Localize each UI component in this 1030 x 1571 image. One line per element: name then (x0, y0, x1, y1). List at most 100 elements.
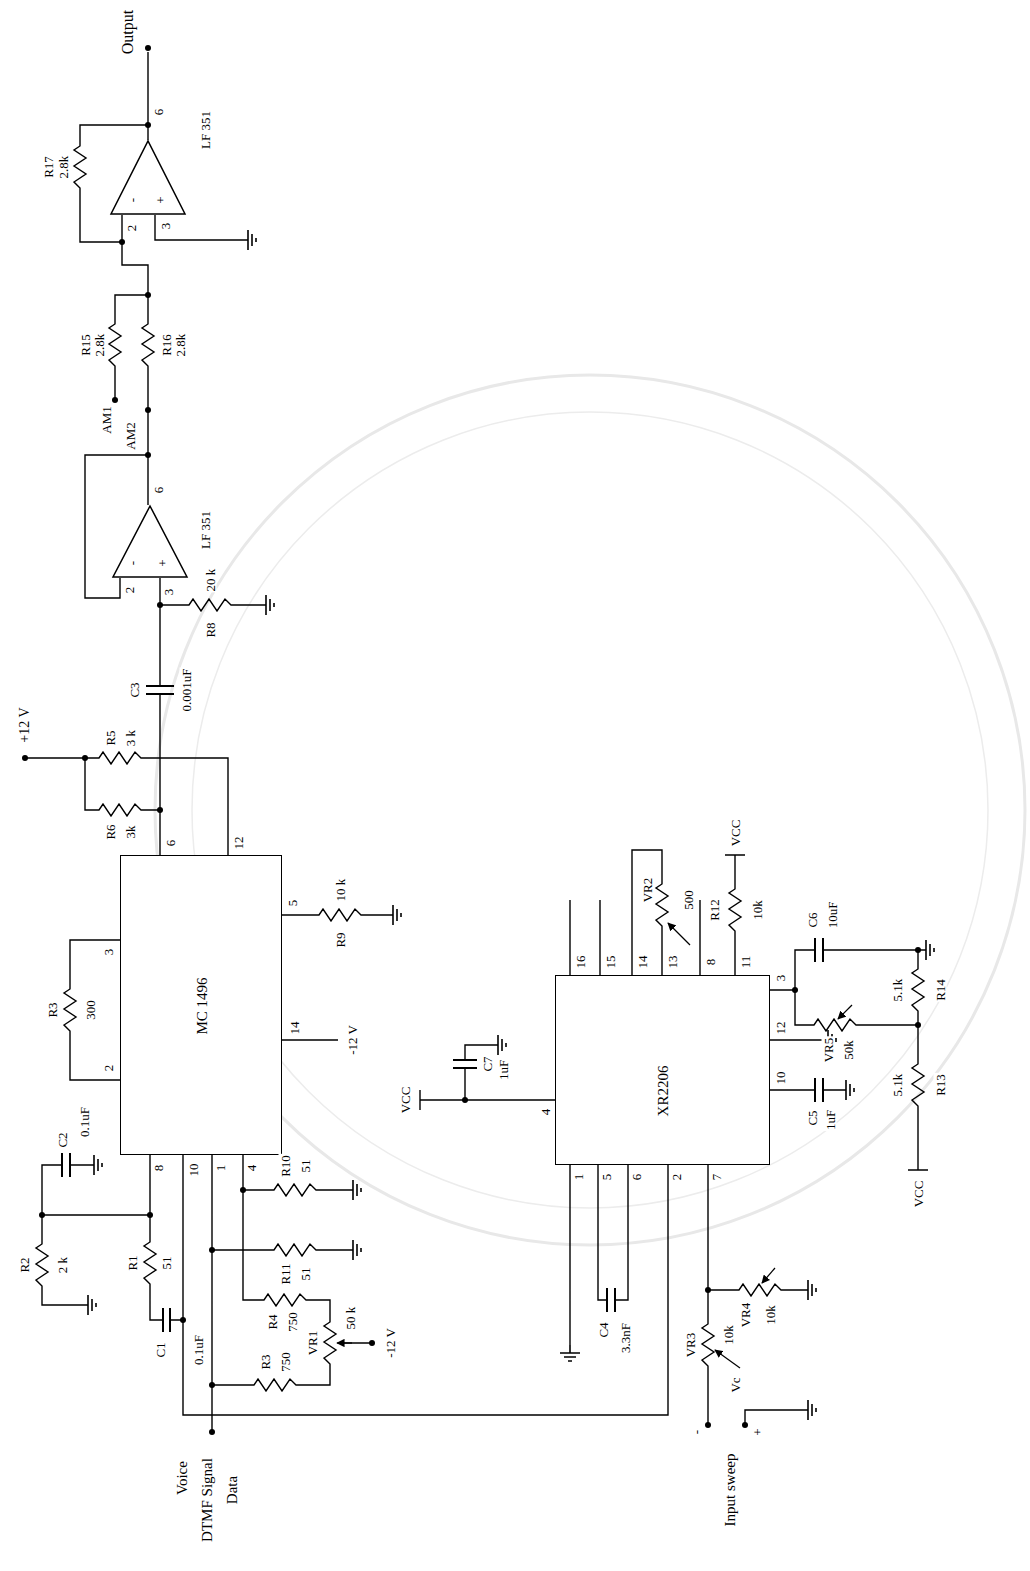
resistor-symbol (270, 1184, 320, 1196)
component-label: R11 (279, 1262, 292, 1285)
component-label: Input sweep (723, 1453, 738, 1528)
component-label: C6 (806, 911, 819, 928)
pin-number: 12 (774, 1021, 787, 1036)
component-label: 1uF (824, 1109, 837, 1131)
potentiometer-symbol (810, 1019, 860, 1031)
resistor-symbol (250, 1379, 300, 1391)
junction-dot (180, 1317, 186, 1323)
junction-dot (705, 1422, 711, 1428)
component-label: C4 (597, 1321, 610, 1338)
pin-number: 6 (152, 486, 165, 495)
pin-number: 300 (84, 999, 97, 1021)
component-label: 50 k (344, 1306, 357, 1331)
ground-symbol (490, 1035, 506, 1055)
junction-dot (39, 1212, 45, 1218)
wiper-arrow (668, 923, 690, 945)
junction-dot (705, 1287, 711, 1293)
capacitor-symbol (146, 686, 174, 694)
op-amp-triangle (112, 505, 188, 578)
wire (25, 52, 928, 1432)
part-name: MC 1496 (195, 977, 210, 1034)
component-label: + (751, 1427, 764, 1436)
resistor-symbol (144, 1238, 156, 1288)
pin-number: 2 (102, 1064, 115, 1073)
component-label: 2.8k (174, 333, 187, 358)
component-label: R16 (160, 333, 173, 357)
component-label: 3.3nF (619, 1322, 632, 1354)
pin-number: 750 (279, 1351, 292, 1373)
pin-number: 1 (214, 1164, 227, 1173)
ground-symbol (345, 1180, 361, 1200)
wiper-arrow (715, 1350, 740, 1368)
component-label: R8 (204, 621, 217, 638)
ground-symbol (86, 1155, 102, 1175)
pin-number: 6 (164, 839, 177, 848)
component-label: -12 V (384, 1327, 397, 1359)
component-label: VR1 (306, 1330, 319, 1357)
component-label: AM2 (124, 421, 137, 450)
component-label: AM1 (100, 405, 113, 434)
component-label: C7 (481, 1055, 494, 1072)
component-label: +12 V (18, 706, 32, 743)
pin-number: 8 (704, 958, 717, 967)
component-label: 3 k (124, 729, 137, 747)
ground-symbol (800, 1400, 816, 1420)
capacitor-gap (150, 686, 170, 694)
pin-number: 3 (102, 948, 115, 957)
pin-number: 6 (630, 1173, 643, 1182)
resistor-symbol (270, 1244, 320, 1256)
component-label: R10 (279, 1154, 292, 1178)
component-label: 10k (722, 1324, 735, 1346)
resistor-symbol (912, 965, 924, 1015)
pin-number: 2 (670, 1173, 683, 1182)
ic-box: MC 1496 (120, 855, 282, 1155)
component-label: 5.1k (891, 1073, 904, 1098)
wiper-arrow (838, 1005, 852, 1019)
pin-number: 5 (286, 899, 299, 908)
junction-dot (209, 1429, 215, 1435)
component-label: 3k (124, 825, 137, 840)
component-label: R6 (104, 823, 117, 840)
component-label: R5 (104, 729, 117, 746)
junction-dot (742, 1422, 748, 1428)
component-label: R15 (79, 333, 92, 357)
pin-number: 51 (299, 1267, 312, 1282)
wiper-arrow (337, 1342, 352, 1343)
part-name: LF 351 (199, 511, 212, 549)
junction-dot (240, 1187, 246, 1193)
potentiometer-symbol (656, 880, 668, 930)
component-label: R2 (18, 1256, 31, 1273)
pin-number: 10 (774, 1071, 787, 1086)
pin-number: 13 (666, 955, 679, 970)
junction-dot (915, 947, 921, 953)
component-label: VCC (912, 1180, 925, 1209)
component-label: 10uF (826, 901, 839, 930)
component-label: R17 (42, 155, 55, 179)
part-name: LF 351 (199, 111, 212, 149)
junction-dot (157, 602, 163, 608)
component-label: R13 (934, 1073, 947, 1097)
component-label: R1 (126, 1254, 139, 1271)
component-label: C1 (154, 1341, 167, 1358)
component-label: VR2 (641, 877, 654, 904)
component-label: C2 (56, 1131, 69, 1148)
pin-number: 5 (600, 1173, 613, 1182)
component-label: 0.001uF (180, 668, 193, 713)
resistor-symbol (109, 320, 121, 370)
resistor-symbol (74, 142, 86, 192)
component-label: 10 k (334, 878, 347, 903)
ground-symbol (560, 1345, 580, 1361)
component-label: Data (225, 1475, 240, 1505)
resistor-symbol (185, 599, 235, 611)
watermark-ring (155, 375, 1025, 1245)
component-label: VCC (729, 819, 742, 848)
resistor-symbol (95, 752, 145, 764)
op-amp-outline (111, 141, 185, 214)
component-label: R3 (46, 1001, 59, 1018)
component-label: R9 (334, 931, 347, 948)
pin-number: 10 (187, 1163, 200, 1178)
component-label: 2 k (56, 1256, 69, 1274)
